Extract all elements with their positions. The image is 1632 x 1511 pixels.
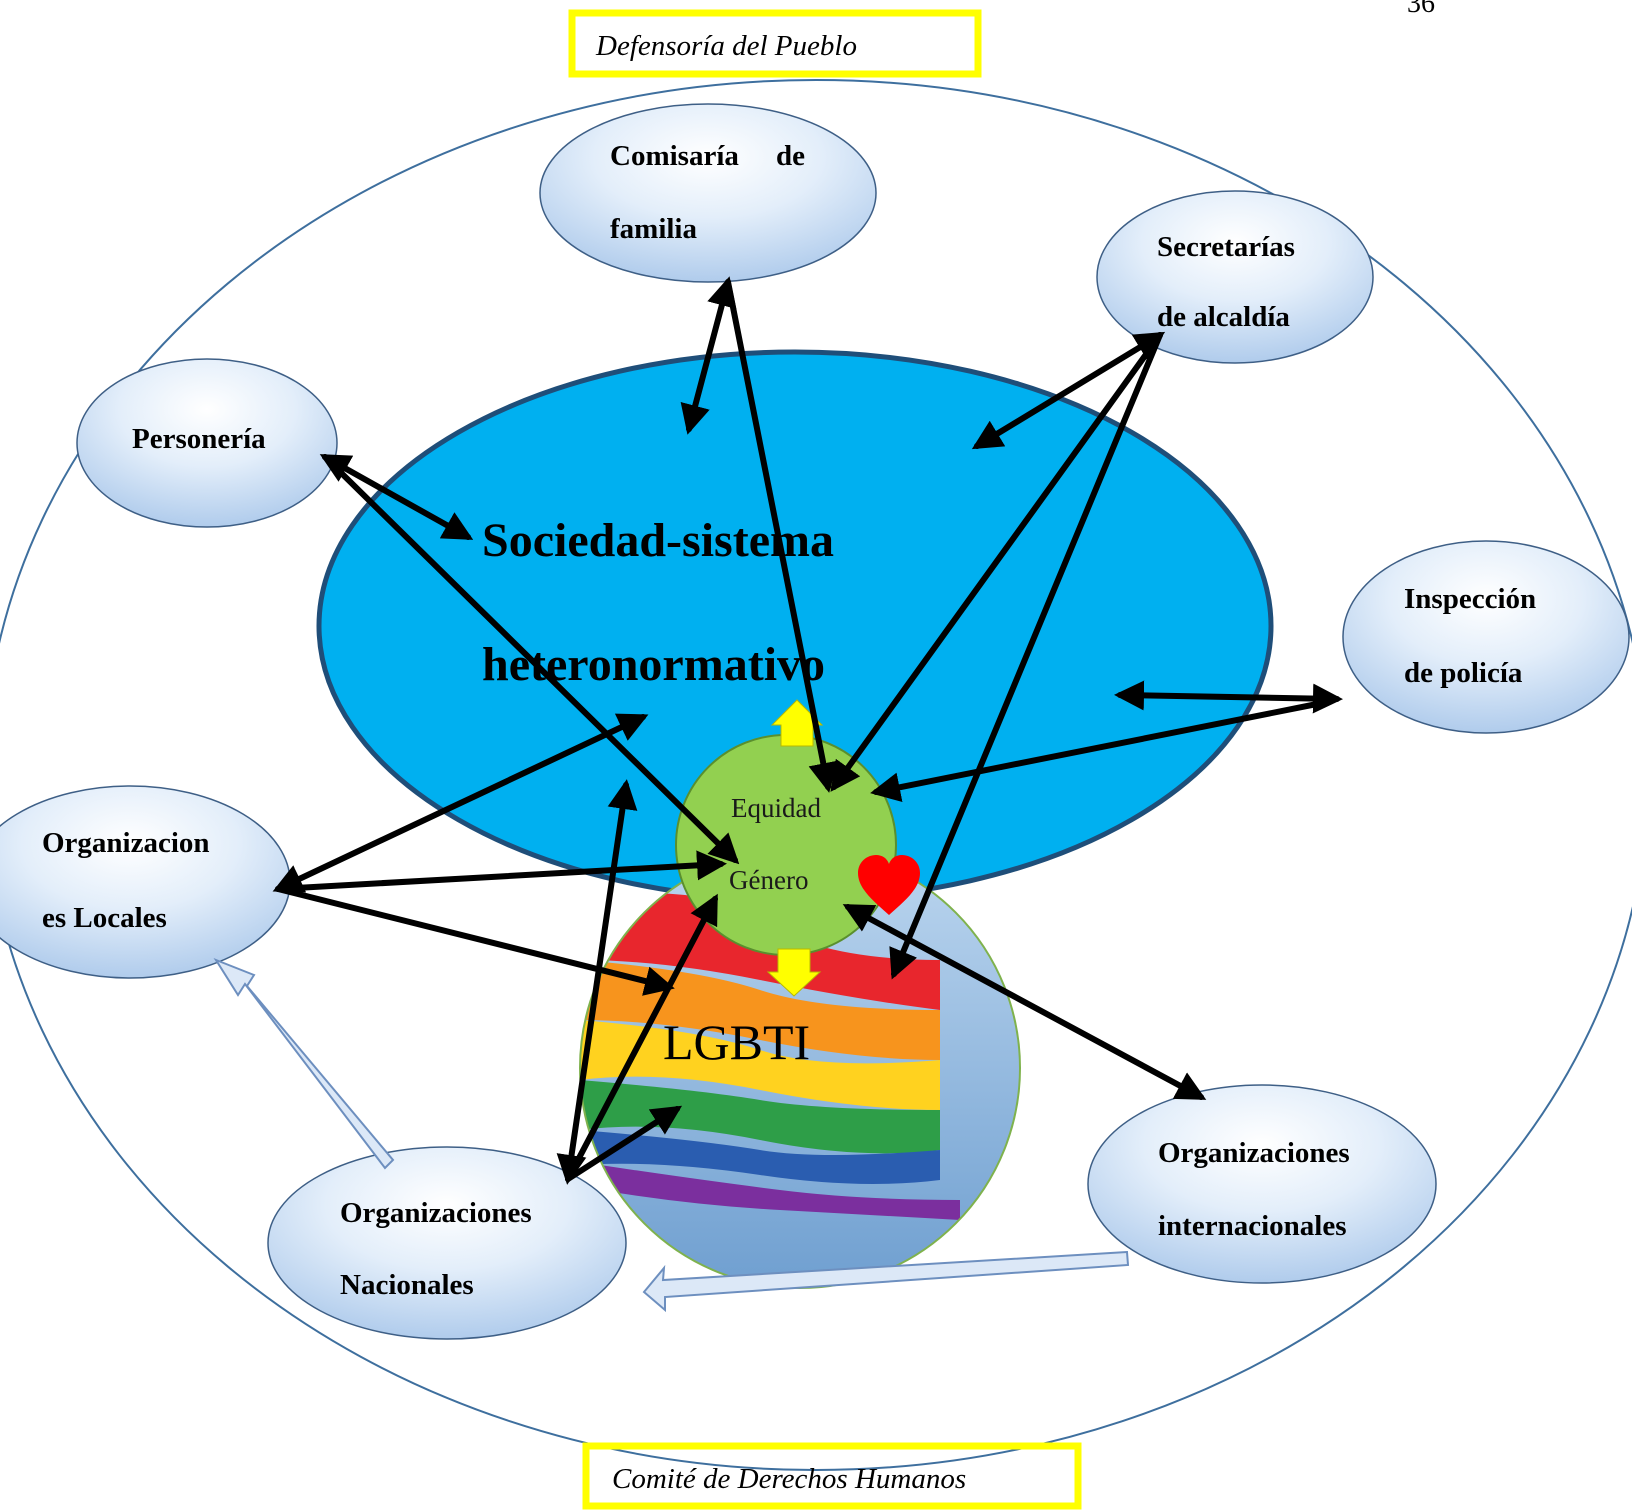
- node-personeria: Personería: [76, 358, 338, 528]
- top-label: Defensoría del Pueblo: [595, 30, 857, 62]
- yellow-down-arrow: [766, 948, 822, 997]
- svg-text:internacionales: internacionales: [1158, 1210, 1347, 1242]
- bottom-label-box: [582, 1442, 1082, 1510]
- node-inspeccion: Inspección de policía: [1342, 540, 1630, 734]
- outer-circle: [0, 79, 1632, 1471]
- node-secretarias: Secretarías de alcaldía: [1096, 190, 1374, 364]
- svg-text:Nacionales: Nacionales: [340, 1269, 474, 1301]
- bottom-label: Comité de Derechos Humanos: [612, 1463, 966, 1495]
- equity-line1: Equidad: [731, 793, 821, 823]
- svg-text:Secretarías: Secretarías: [1157, 231, 1295, 263]
- svg-text:Organizaciones: Organizaciones: [340, 1197, 532, 1229]
- svg-text:de: de: [776, 140, 805, 172]
- svg-text:Organizaciones: Organizaciones: [1158, 1137, 1350, 1169]
- svg-text:familia: familia: [610, 213, 697, 245]
- connector-arrows: [272, 276, 1343, 1185]
- page-number: 36: [1407, 0, 1435, 19]
- node-org-internacionales: Organizaciones internacionales: [1087, 1084, 1437, 1284]
- svg-text:de policía: de policía: [1404, 657, 1523, 689]
- node-org-locales: Organizacion es Locales: [0, 785, 291, 979]
- lgbti-label: LGBTI: [663, 1014, 810, 1070]
- svg-text:es Locales: es Locales: [42, 902, 167, 934]
- svg-text:Inspección: Inspección: [1404, 583, 1536, 615]
- svg-text:Personería: Personería: [132, 423, 266, 455]
- yellow-up-arrow: [770, 699, 824, 747]
- heart-icon: [858, 855, 920, 915]
- svg-text:Comisaría: Comisaría: [610, 140, 739, 172]
- equity-line2: Género: [729, 865, 808, 895]
- node-org-nacionales: Organizaciones Nacionales: [267, 1146, 627, 1340]
- node-comisaria: Comisaría de familia: [539, 103, 877, 283]
- svg-text:de alcaldía: de alcaldía: [1157, 301, 1290, 333]
- top-label-box: [568, 9, 982, 78]
- hollow-arrow-internacionales-to-nacionales: [642, 1250, 1130, 1313]
- equity-circle: [675, 734, 897, 956]
- svg-text:Organizacion: Organizacion: [42, 827, 210, 859]
- hollow-arrow-nacionales-to-locales: [213, 957, 395, 1170]
